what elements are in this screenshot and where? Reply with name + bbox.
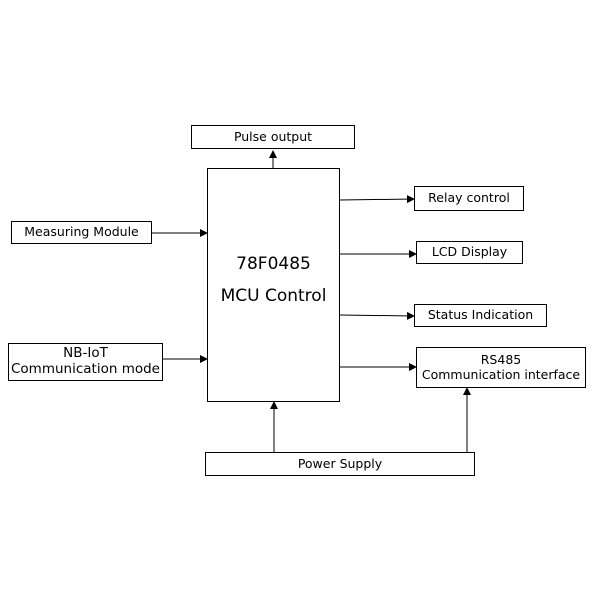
lcd-display-block: LCD Display: [416, 241, 523, 264]
pulse-output-label: Pulse output: [233, 128, 313, 144]
power-supply-block: Power Supply: [205, 452, 475, 476]
arrow-mcu-to-status-indication: [339, 311, 415, 320]
nbiot-label: NB-IoT: [63, 345, 108, 362]
rs485-communication-block: RS485 Communication interface: [416, 347, 586, 388]
status-indication-block: Status Indication: [414, 304, 547, 327]
rs485-label: RS485: [480, 352, 522, 368]
power-supply-label: Power Supply: [297, 455, 383, 471]
arrow-mcu-to-relay-control: [339, 195, 415, 204]
communication-interface-label: Communication interface: [421, 366, 581, 382]
status-indication-label: Status Indication: [427, 307, 534, 323]
measuring-module-label: Measuring Module: [24, 224, 139, 240]
mcu-control-block: 78F0485 MCU Control: [207, 168, 340, 402]
mcu-model-label: 78F0485: [236, 254, 311, 274]
mcu-control-label: MCU Control: [220, 285, 327, 306]
measuring-module-block: Measuring Module: [11, 221, 152, 244]
lcd-display-label: LCD Display: [431, 244, 508, 260]
relay-control-block: Relay control: [414, 186, 524, 211]
pulse-output-block: Pulse output: [191, 125, 355, 149]
relay-control-label: Relay control: [428, 190, 510, 206]
nbiot-communication-block: NB-IoT Communication mode: [8, 343, 163, 381]
communication-mode-label: Communication mode: [11, 361, 160, 377]
